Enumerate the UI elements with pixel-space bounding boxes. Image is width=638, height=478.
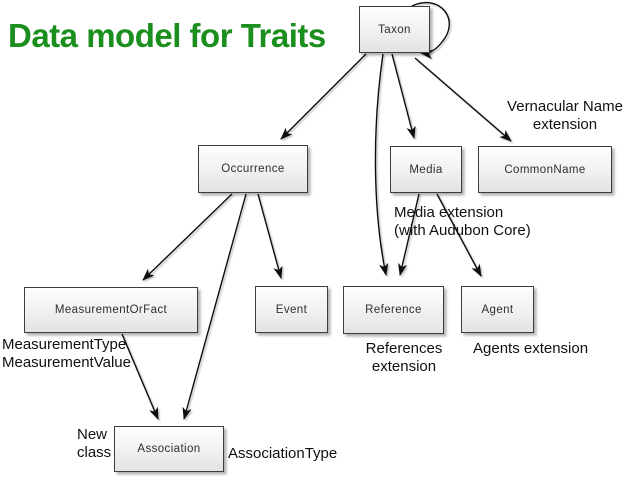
annotation-line: class	[77, 444, 112, 461]
edge-media-agent	[436, 193, 482, 277]
annotation-line: Media extension	[394, 204, 504, 221]
annotation-line: extension	[371, 358, 437, 375]
annotation-media-extension: Media extension (with Audubon Core)	[394, 204, 531, 240]
node-measurementorfact-label: MeasurementOrFact	[54, 304, 168, 316]
node-agent: Agent	[461, 286, 534, 333]
annotation-line: AssociationType	[228, 445, 338, 462]
edge-taxon-commonname	[414, 57, 512, 142]
node-association: Association	[114, 426, 224, 472]
node-reference: Reference	[343, 286, 444, 334]
annotation-association-type: AssociationType	[228, 445, 337, 463]
node-agent-label: Agent	[481, 303, 514, 316]
edge-media-reference	[398, 193, 420, 277]
annotation-line: New	[77, 426, 108, 443]
annotation-measurement-fields: MeasurementType MeasurementValue	[2, 336, 131, 372]
annotation-line: extension	[532, 116, 598, 133]
annotation-vernacular-name-extension: Vernacular Name extension	[492, 98, 638, 134]
annotation-agents-extension: Agents extension	[473, 340, 588, 358]
node-commonname-label: CommonName	[504, 163, 586, 176]
node-commonname: CommonName	[478, 146, 612, 193]
edge-occurrence-association	[182, 193, 247, 421]
node-media-label: Media	[409, 163, 443, 176]
annotation-line: (with Audubon Core)	[394, 222, 531, 239]
node-event-label: Event	[275, 303, 308, 316]
annotation-line: Agents extension	[473, 340, 589, 357]
annotation-references-extension: References extension	[344, 340, 464, 376]
node-occurrence: Occurrence	[198, 145, 308, 193]
node-occurrence-label: Occurrence	[221, 163, 285, 175]
edge-taxon-reference	[374, 53, 389, 277]
node-media: Media	[390, 146, 462, 193]
node-association-label: Association	[137, 443, 201, 455]
annotation-line: MeasurementType	[2, 336, 127, 353]
annotation-line: References	[365, 340, 443, 357]
node-taxon: Taxon	[359, 6, 430, 53]
node-measurementorfact: MeasurementOrFact	[24, 287, 198, 333]
node-taxon-label: Taxon	[378, 23, 411, 36]
annotation-line: MeasurementValue	[2, 354, 131, 371]
annotation-new-class: New class	[77, 426, 111, 462]
edge-taxon-media	[391, 53, 416, 140]
node-event: Event	[255, 286, 328, 333]
node-reference-label: Reference	[365, 304, 422, 316]
edge-occurrence-event	[257, 193, 283, 280]
edge-taxon-occurrence	[280, 53, 367, 140]
edge-measurementorfact-association	[121, 333, 159, 420]
edge-occurrence-measurementorfact	[142, 193, 233, 281]
annotation-line: Vernacular Name	[507, 98, 623, 115]
page-title: Data model for Traits	[8, 17, 326, 54]
